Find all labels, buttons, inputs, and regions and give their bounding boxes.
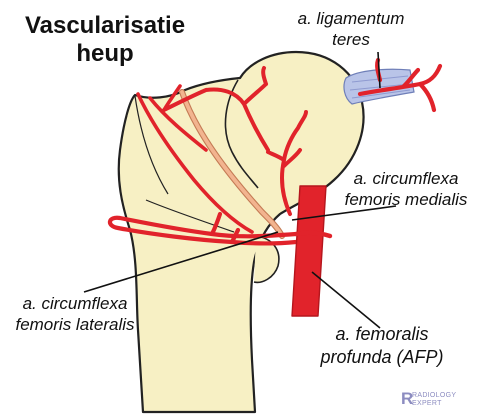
greater-trochanter-contour (134, 95, 169, 195)
leader-line-profunda (311, 271, 381, 329)
label-femoralis-profunda: a. femoralis profunda (AFP) (320, 324, 444, 367)
artery-circumflexa-medialis (162, 66, 308, 216)
title-line-2: heup (76, 40, 134, 67)
leader-line-lateralis (83, 231, 279, 293)
artery-ligamentum-teres (357, 57, 443, 113)
leader-line-ligamentum (377, 51, 381, 89)
label-circumflexa-lateralis: a. circumflexa femoris lateralis (15, 294, 135, 334)
watermark-logo: R (401, 389, 414, 408)
artery-circumflexa-lateralis (107, 211, 299, 246)
leader-line-medialis (291, 205, 397, 221)
femoral-head-contour (224, 79, 259, 189)
artery-branch-junction (293, 230, 333, 239)
label-circumflexa-medialis: a. circumflexa femoris medialis (344, 169, 468, 209)
lesser-trochanter (253, 235, 280, 284)
title-line-1: Vascularisatie (24, 12, 186, 39)
intertrochanteric-line (145, 199, 235, 233)
diagram-title: Vascularisatie heup (10, 12, 200, 68)
artery-retinacular (136, 84, 254, 234)
label-ligamentum-teres: a. ligamentum teres (297, 9, 405, 49)
watermark-text: RADIOLOGY EXPERT (412, 392, 457, 407)
